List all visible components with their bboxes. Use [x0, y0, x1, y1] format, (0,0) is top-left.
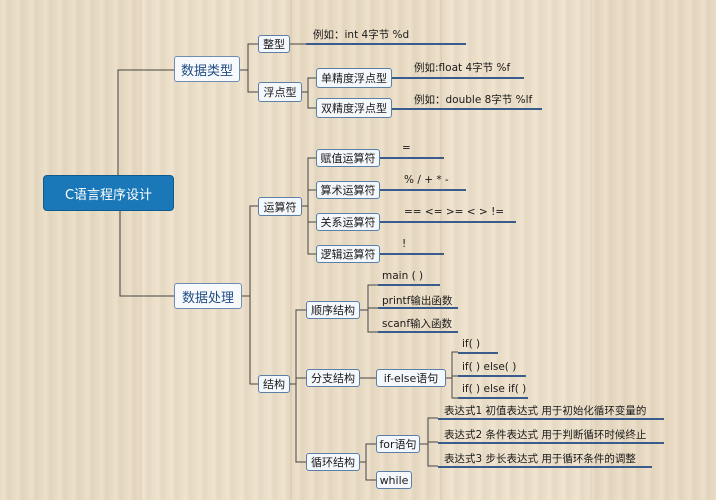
- sequence-item-main: main ( ): [380, 270, 423, 282]
- for-item-expr2: 表达式2 条件表达式 用于判断循环时候终止: [442, 427, 646, 442]
- ifelse-item-if-else-if-line: [458, 397, 528, 399]
- node-single-float-label: 单精度浮点型: [321, 72, 387, 85]
- ifelse-item-if-else-text: if( ) else( ): [462, 361, 517, 373]
- ifelse-item-if-else-line: [458, 375, 526, 377]
- assign-symbols-text: =: [402, 142, 411, 154]
- node-relational-op[interactable]: 关系运算符: [316, 213, 380, 231]
- single-float-example-text: 例如:float 4字节 %f: [414, 62, 511, 74]
- node-structures-label: 结构: [263, 378, 285, 391]
- node-data-types-label: 数据类型: [180, 63, 233, 79]
- for-item-expr1-line: [438, 418, 664, 420]
- root-node[interactable]: C语言程序设计: [43, 175, 174, 211]
- node-integer[interactable]: 整型: [258, 35, 290, 53]
- single-float-example-line: [392, 77, 524, 79]
- node-loop-label: 循环结构: [311, 456, 355, 469]
- for-item-expr2-text: 表达式2 条件表达式 用于判断循环时候终止: [444, 429, 647, 441]
- ifelse-item-if-else: if( ) else( ): [460, 361, 516, 373]
- for-item-expr3-text: 表达式3 步长表达式 用于循环条件的调整: [444, 453, 636, 465]
- ifelse-item-if: if( ): [460, 338, 480, 350]
- node-operators[interactable]: 运算符: [258, 197, 302, 216]
- node-sequence[interactable]: 顺序结构: [306, 301, 360, 319]
- ifelse-item-if-else-if: if( ) else if( ): [460, 383, 526, 395]
- for-item-expr1-text: 表达式1 初值表达式 用于初始化循环变量的: [444, 405, 647, 417]
- node-data-processing-label: 数据处理: [181, 290, 234, 306]
- double-float-example-line: [392, 108, 542, 110]
- for-item-expr3-line: [438, 466, 652, 468]
- node-float-label: 浮点型: [263, 86, 297, 99]
- integer-example-line: [306, 43, 466, 45]
- node-for-label: for语句: [379, 438, 417, 451]
- double-float-example: 例如：double 8字节 %lf: [412, 92, 532, 107]
- node-operators-label: 运算符: [263, 200, 297, 214]
- logical-symbols: !: [400, 238, 406, 250]
- assign-symbols-line: [380, 157, 444, 159]
- node-while[interactable]: while: [376, 471, 412, 489]
- node-arith-op[interactable]: 算术运算符: [316, 181, 380, 199]
- node-while-label: while: [379, 473, 409, 487]
- sequence-item-scanf-text: scanf输入函数: [382, 318, 453, 330]
- node-data-types[interactable]: 数据类型: [174, 56, 240, 82]
- ifelse-item-if-line: [458, 352, 498, 354]
- for-item-expr1: 表达式1 初值表达式 用于初始化循环变量的: [442, 403, 646, 418]
- node-double-float-label: 双精度浮点型: [321, 102, 387, 115]
- node-loop[interactable]: 循环结构: [306, 453, 360, 471]
- node-sequence-label: 顺序结构: [311, 304, 355, 317]
- node-branch[interactable]: 分支结构: [306, 369, 360, 387]
- double-float-example-text: 例如：double 8字节 %lf: [414, 94, 533, 106]
- integer-example-text: 例如：int 4字节 %d: [313, 29, 410, 41]
- relational-symbols: == <= >= < > !=: [402, 206, 504, 218]
- node-for[interactable]: for语句: [376, 435, 420, 453]
- node-structures[interactable]: 结构: [258, 375, 290, 393]
- integer-example: 例如：int 4字节 %d: [311, 27, 409, 42]
- node-assign-op-label: 赋值运算符: [320, 152, 376, 165]
- node-logical-op-label: 逻辑运算符: [320, 248, 376, 261]
- sequence-item-main-text: main ( ): [382, 270, 424, 282]
- node-data-processing[interactable]: 数据处理: [174, 283, 242, 309]
- ifelse-item-if-text: if( ): [462, 338, 481, 350]
- node-if-else[interactable]: if-else语句: [376, 369, 446, 387]
- node-arith-op-label: 算术运算符: [320, 184, 376, 197]
- root-label: C语言程序设计: [64, 187, 153, 203]
- logical-symbols-text: !: [402, 238, 407, 250]
- for-item-expr2-line: [438, 442, 664, 444]
- single-float-example: 例如:float 4字节 %f: [412, 60, 510, 75]
- arith-symbols: % / + * -: [402, 174, 449, 186]
- sequence-item-printf: printf输出函数: [380, 293, 452, 308]
- node-if-else-label: if-else语句: [383, 372, 439, 385]
- ifelse-item-if-else-if-text: if( ) else if( ): [462, 383, 527, 395]
- assign-symbols: =: [400, 142, 411, 154]
- node-relational-op-label: 关系运算符: [320, 216, 376, 229]
- node-float[interactable]: 浮点型: [258, 82, 302, 102]
- arith-symbols-line: [380, 189, 466, 191]
- sequence-item-main-line: [378, 284, 440, 286]
- sequence-item-scanf-line: [378, 331, 458, 333]
- node-double-float[interactable]: 双精度浮点型: [316, 98, 392, 118]
- node-integer-label: 整型: [263, 38, 285, 51]
- relational-symbols-text: == <= >= < > !=: [404, 206, 505, 218]
- node-branch-label: 分支结构: [311, 372, 355, 385]
- sequence-item-printf-line: [378, 307, 458, 309]
- sequence-item-scanf: scanf输入函数: [380, 316, 452, 331]
- relational-symbols-line: [380, 221, 516, 223]
- logical-symbols-line: [380, 253, 444, 255]
- node-assign-op[interactable]: 赋值运算符: [316, 149, 380, 167]
- node-single-float[interactable]: 单精度浮点型: [316, 68, 392, 88]
- sequence-item-printf-text: printf输出函数: [382, 295, 453, 307]
- arith-symbols-text: % / + * -: [404, 174, 449, 186]
- node-logical-op[interactable]: 逻辑运算符: [316, 245, 380, 263]
- for-item-expr3: 表达式3 步长表达式 用于循环条件的调整: [442, 451, 636, 466]
